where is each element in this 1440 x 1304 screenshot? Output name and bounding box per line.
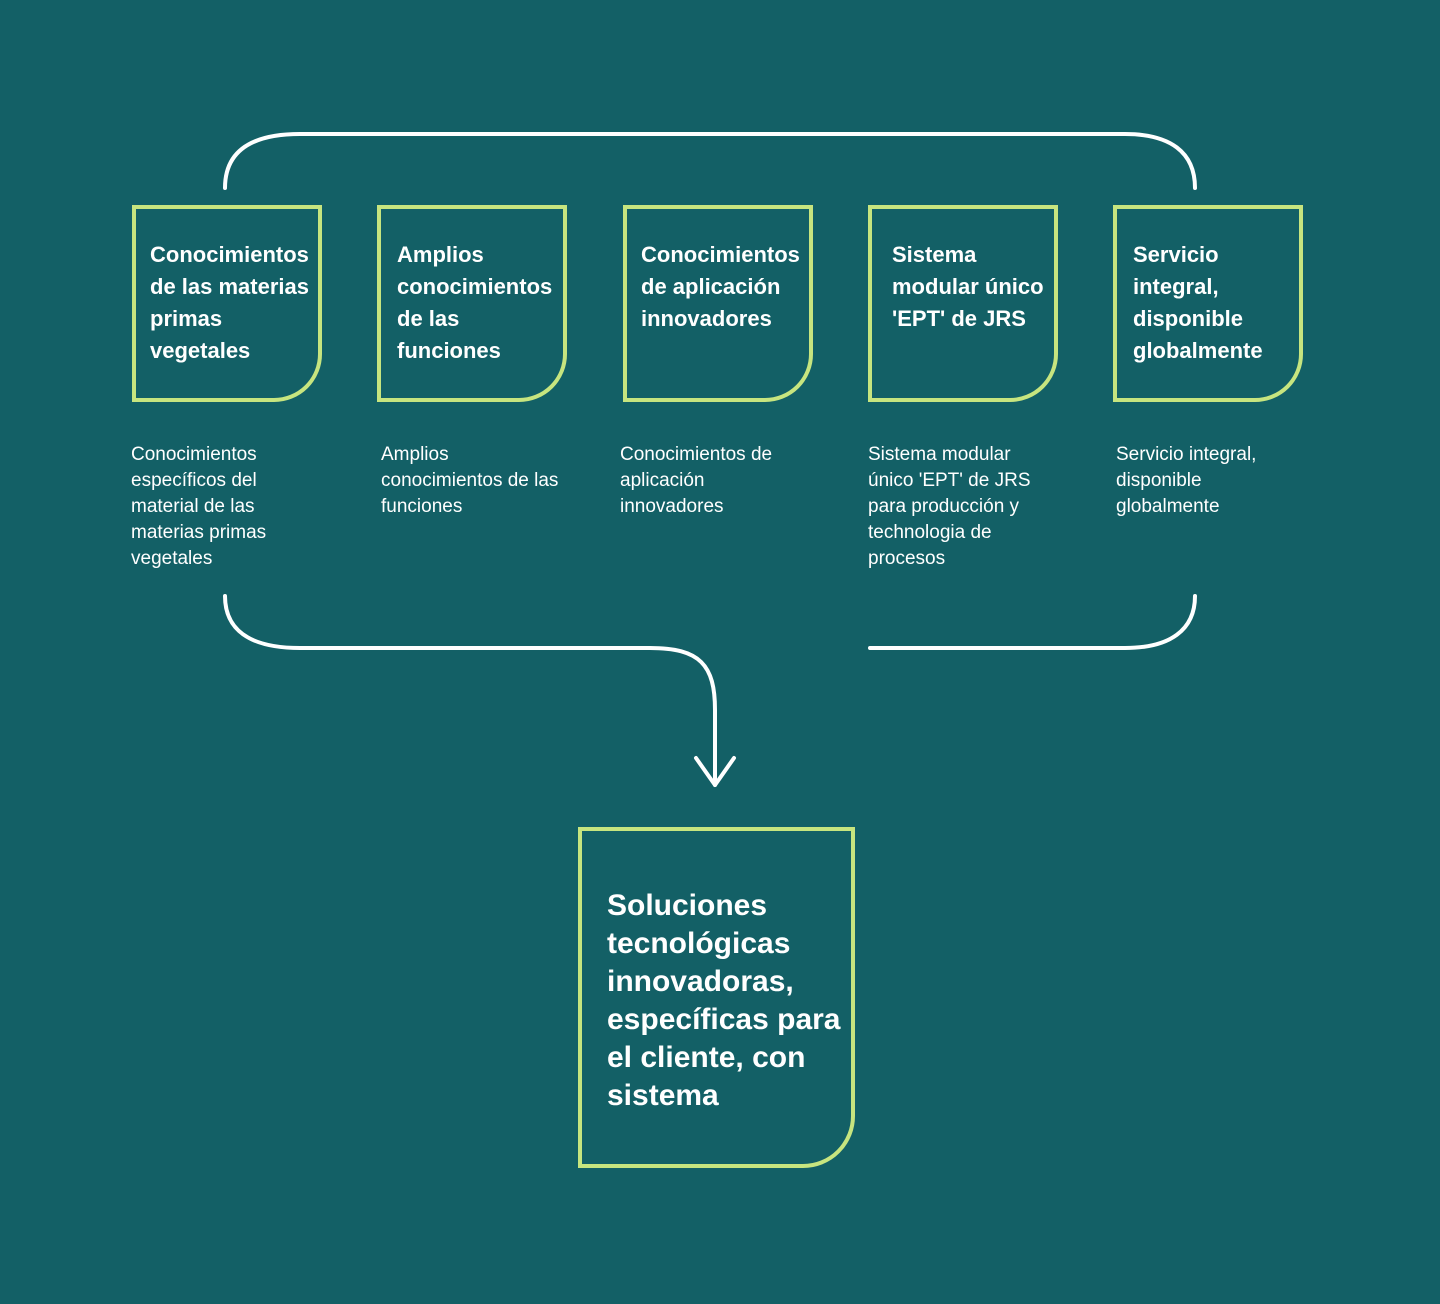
description-servicio: Servicio integral, disponible globalment… [1116, 444, 1257, 517]
box-title: Conocimientos de aplicación innovadores [641, 242, 800, 331]
bottom-left-connector [223, 594, 717, 787]
box-sistema-modular: Sistema modular único 'EPT' de JRS [868, 205, 1058, 402]
box-title: Sistema modular único 'EPT' de JRS [892, 242, 1044, 331]
description-funciones: Amplios conocimientos de las funciones [381, 444, 559, 517]
box-servicio: Servicio integral, disponible globalment… [1113, 205, 1303, 402]
description-aplicacion: Conocimientos de aplicación innovadores [620, 444, 773, 517]
description-sistema-modular: Sistema modular único 'EPT' de JRS para … [868, 444, 1031, 569]
box-funciones: Amplios conocimientos de las funciones [377, 205, 567, 402]
arrow-down-icon [694, 756, 736, 787]
result-title: Soluciones tecnológicas innovadoras, esp… [607, 889, 841, 1112]
top-bracket-connector [223, 132, 1197, 190]
box-materias-primas: Conocimientos de las materias primas veg… [132, 205, 322, 402]
result-box: Soluciones tecnológicas innovadoras, esp… [578, 827, 855, 1168]
bottom-right-connector [868, 594, 1197, 650]
box-aplicacion: Conocimientos de aplicación innovadores [623, 205, 813, 402]
description-materias-primas: Conocimientos específicos del material d… [131, 444, 267, 569]
box-title: Amplios conocimientos de las funciones [397, 242, 553, 363]
box-title: Conocimientos de las materias primas veg… [150, 242, 309, 363]
box-title: Servicio integral, disponible globalment… [1133, 242, 1263, 363]
